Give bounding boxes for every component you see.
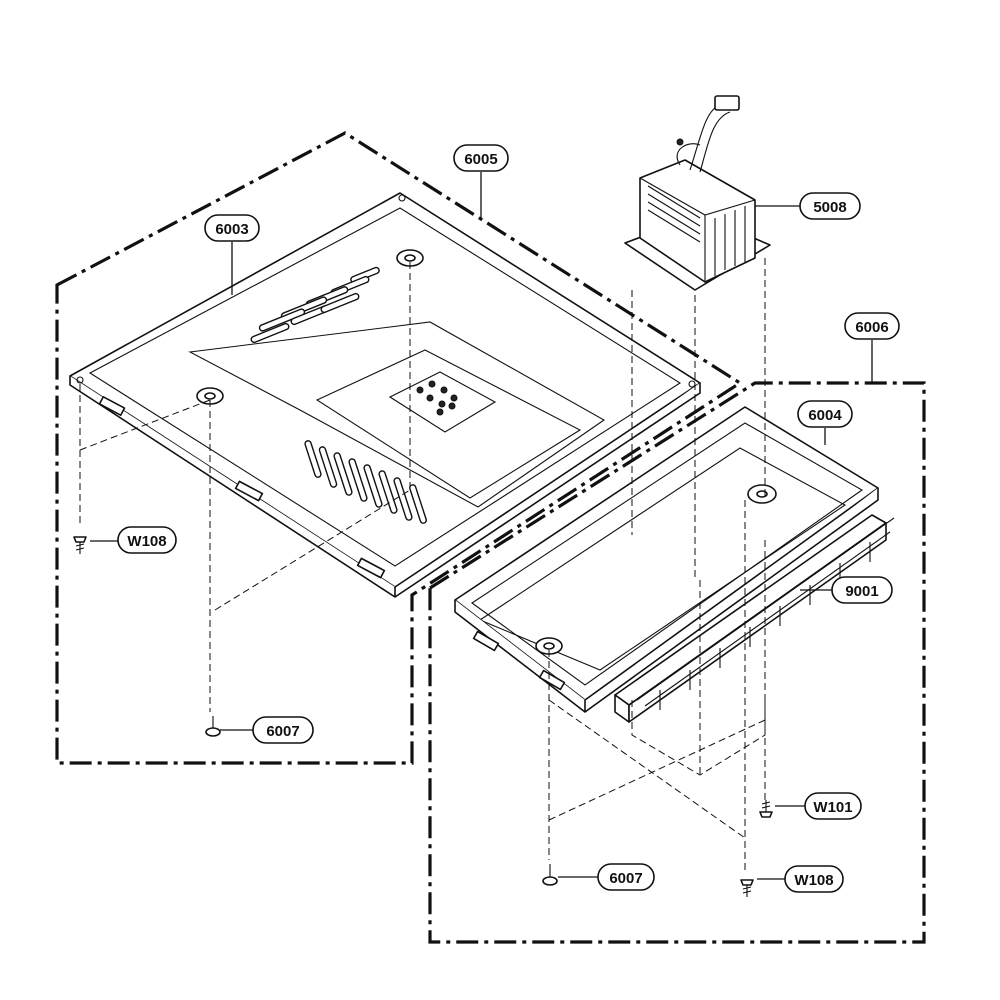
callout-label-6005: 6005 [464,151,497,168]
screw-w108-right [740,879,754,897]
callout-label-6007-left: 6007 [266,723,299,740]
side-louvres [304,440,427,524]
callout-label-6003: 6003 [215,221,248,238]
callout-w101: W101 [804,792,862,820]
callout-leaders [90,172,873,880]
group-outline-sub-assembly [428,381,926,944]
group-outline-base-plate [55,131,743,765]
callout-9001: 9001 [831,576,893,604]
callout-6006: 6006 [844,312,900,340]
screw-6007-left [205,716,221,737]
high-voltage-transformer [624,95,771,291]
callout-label-w101: W101 [813,799,852,816]
callout-label-w108-left: W108 [127,533,166,550]
callout-5008: 5008 [799,192,861,220]
screw-w101 [759,800,773,818]
callout-6004: 6004 [797,400,853,428]
callout-label-6004: 6004 [808,407,842,424]
callout-label-5008: 5008 [813,199,846,216]
callout-6005: 6005 [453,144,509,172]
callout-6003: 6003 [204,214,260,242]
upper-louvres [250,266,380,344]
callout-w108-right: W108 [784,865,844,893]
callout-label-6007-right: 6007 [609,870,642,887]
ferrite-strip [614,514,895,723]
screw-6007-right [542,864,558,886]
alignment-lines [79,258,766,870]
callout-label-w108-right: W108 [794,872,833,889]
callout-label-9001: 9001 [845,583,878,600]
callout-w108-left: W108 [117,526,177,554]
callout-6007-left: 6007 [252,716,314,744]
vent-holes [416,380,458,416]
base-plate [69,192,701,598]
callout-label-6006: 6006 [855,319,888,336]
screw-w108-left [73,536,87,554]
callout-6007-right: 6007 [597,863,655,891]
sub-tray [454,406,879,713]
